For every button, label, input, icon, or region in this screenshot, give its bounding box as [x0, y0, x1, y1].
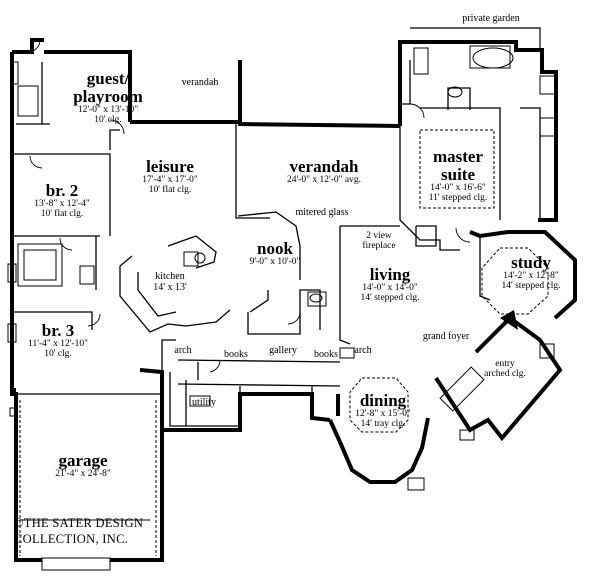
room-name-line2: playroom — [73, 86, 143, 106]
entry-line1: entry — [495, 359, 515, 369]
room-dimensions: 21'-4" x 24'-8" — [55, 468, 111, 479]
label-utility: utility — [192, 397, 216, 408]
label-entry: entry arched clg. — [470, 359, 540, 380]
room-ceiling: 14' stepped clg. — [360, 292, 420, 303]
room-name: br. 2 — [45, 181, 79, 200]
copyright-notice: ©THE SATER DESIGN COLLECTION, INC. — [14, 516, 143, 547]
room-dimensions: 17'-4" x 17'-0" — [142, 174, 198, 185]
label-private-garden: private garden — [462, 13, 520, 24]
room-ceiling: 10' clg. — [94, 114, 122, 125]
label-grand-foyer: grand foyer — [422, 331, 470, 342]
room-name: kitchen — [155, 271, 185, 282]
room-name: leisure — [146, 157, 194, 176]
room-ceiling: 10' clg. — [44, 348, 72, 359]
kitchen-island — [119, 235, 231, 333]
room-dimensions: 14'-0" x 14'-0" — [362, 282, 418, 293]
label-fireplace: 2 view fireplace — [354, 231, 404, 252]
room-label-verandah: verandah 24'-0" x 12'-0" avg. — [262, 158, 386, 186]
room-ceiling: 10' flat clg. — [148, 184, 192, 195]
room-name-line2: suite — [441, 164, 475, 184]
room-dimensions: 14'-2" x 12'-8" — [503, 270, 559, 281]
label-arch-right: arch — [354, 345, 372, 356]
room-dimensions: 12'-0" x 13'-10" — [77, 104, 139, 115]
fireplace-line1: 2 view — [366, 231, 392, 241]
entry-line2: arched clg. — [484, 368, 526, 379]
room-dimensions: 24'-0" x 12'-0" avg. — [287, 174, 361, 185]
room-name: nook — [257, 239, 293, 258]
room-name: master — [432, 147, 484, 166]
room-name: living — [369, 265, 411, 284]
room-label-study: study 14'-2" x 12'-8" 14' stepped clg. — [488, 254, 574, 292]
label-gallery: gallery — [269, 345, 297, 356]
interior-walls — [12, 60, 541, 427]
room-label-dining: dining 12'-8" x 15'-0" 14' tray clg. — [344, 392, 422, 430]
copyright-line1: ©THE SATER DESIGN — [14, 516, 144, 530]
room-ceiling: 10' flat clg. — [40, 208, 84, 219]
label-mitered-glass: mitered glass — [295, 207, 349, 218]
room-label-leisure: leisure 17'-4" x 17'-0" 10' flat clg. — [120, 158, 220, 196]
room-label-kitchen: kitchen 14' x 13' — [140, 271, 200, 293]
room-label-guest-playroom: guest/ playroom 12'-0" x 13'-10" 10' clg… — [54, 70, 162, 126]
room-label-br2: br. 2 13'-8" x 12'-4" 10' flat clg. — [22, 182, 102, 220]
room-label-nook: nook 9'-0" x 10'-0" — [240, 240, 310, 268]
room-dimensions: 14' x 13' — [153, 281, 187, 293]
fixtures — [7, 45, 557, 571]
room-name: br. 3 — [41, 321, 75, 340]
copyright-line2: COLLECTION, INC. — [14, 531, 129, 546]
solid-fills — [12, 310, 518, 416]
ceiling-outlines — [19, 129, 549, 556]
room-name: garage — [58, 451, 108, 470]
room-dimensions: 12'-8" x 15'-0" — [355, 408, 411, 419]
room-ceiling: 14' stepped clg. — [501, 280, 561, 291]
room-name: verandah — [289, 157, 359, 176]
label-books-left: books — [224, 349, 248, 360]
garden-fence — [410, 27, 541, 48]
label-arch-left: arch — [174, 345, 192, 356]
door-swings — [27, 39, 471, 373]
room-label-living: living 14'-0" x 14'-0" 14' stepped clg. — [344, 266, 436, 304]
label-books-right: books — [314, 349, 338, 360]
exterior-walls — [10, 38, 577, 562]
room-name: dining — [359, 391, 407, 410]
room-dimensions: 14'-0" x 16'-6" — [430, 182, 486, 193]
fireplace-line2: fireplace — [362, 240, 396, 251]
label-verandah-small: verandah — [181, 77, 219, 88]
room-name: study — [511, 253, 551, 272]
room-label-garage: garage 21'-4" x 24'-8" — [28, 452, 138, 480]
room-dimensions: 11'-4" x 12'-10" — [28, 338, 88, 349]
room-dimensions: 9'-0" x 10'-0" — [249, 256, 301, 267]
room-ceiling: 14' tray clg. — [360, 418, 406, 429]
room-label-master-suite: master suite 14'-0" x 16'-6" 11' stepped… — [412, 148, 504, 204]
room-dimensions: 13'-8" x 12'-4" — [34, 198, 90, 209]
room-ceiling: 11' stepped clg. — [428, 192, 488, 203]
room-label-br3: br. 3 11'-4" x 12'-10" 10' clg. — [10, 322, 106, 360]
room-name: guest/ — [86, 69, 130, 88]
